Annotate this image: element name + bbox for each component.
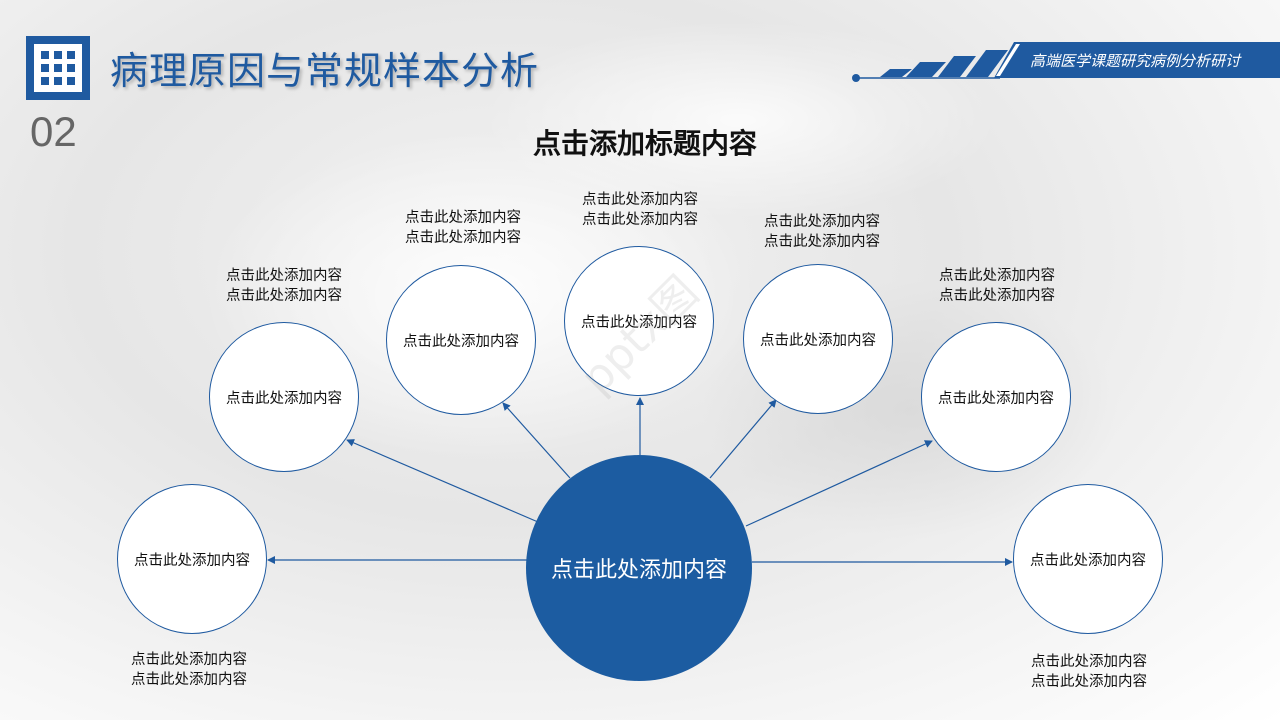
outer-node-4[interactable]: 点击此处添加内容 — [564, 246, 714, 396]
caption-line: 点击此处添加内容 — [939, 288, 1055, 304]
caption-6[interactable]: 点击此处添加内容 点击此处添加内容 — [907, 266, 1087, 306]
connector-arrow-3 — [502, 402, 571, 479]
diagram-heading[interactable]: 点击添加标题内容 — [532, 127, 757, 160]
connector-arrow-5 — [709, 399, 777, 479]
caption-line: 点击此处添加内容 — [131, 672, 247, 688]
center-node-label: 点击此处添加内容 — [550, 558, 727, 583]
outer-node-6[interactable]: 点击此处添加内容 — [921, 322, 1071, 472]
caption-5[interactable]: 点击此处添加内容 点击此处添加内容 — [732, 212, 912, 252]
caption-line: 点击此处添加内容 — [1031, 654, 1147, 670]
caption-line: 点击此处添加内容 — [939, 268, 1055, 284]
outer-node-label: 点击此处添加内容 — [134, 552, 250, 569]
grid-logo-icon — [26, 36, 90, 100]
outer-node-label: 点击此处添加内容 — [760, 332, 876, 349]
caption-3[interactable]: 点击此处添加内容 点击此处添加内容 — [373, 208, 553, 248]
outer-node-label: 点击此处添加内容 — [938, 390, 1054, 407]
outer-node-1[interactable]: 点击此处添加内容 — [117, 484, 267, 634]
center-node[interactable]: 点击此处添加内容 — [526, 455, 752, 681]
header-banner: 高端医学课题研究病例分析研讨 — [850, 42, 1280, 82]
caption-line: 点击此处添加内容 — [1031, 674, 1147, 690]
outer-node-label: 点击此处添加内容 — [226, 390, 342, 407]
page-number: 02 — [30, 108, 77, 155]
caption-4[interactable]: 点击此处添加内容 点击此处添加内容 — [550, 190, 730, 230]
caption-line: 点击此处添加内容 — [226, 268, 342, 284]
caption-1[interactable]: 点击此处添加内容 点击此处添加内容 — [99, 650, 279, 690]
outer-node-label: 点击此处添加内容 — [1030, 552, 1146, 569]
caption-7[interactable]: 点击此处添加内容 点击此处添加内容 — [999, 652, 1179, 692]
connector-arrow-2 — [346, 439, 539, 523]
caption-line: 点击此处添加内容 — [764, 234, 880, 250]
outer-node-label: 点击此处添加内容 — [403, 333, 519, 350]
outer-node-label: 点击此处添加内容 — [581, 314, 697, 331]
banner-text: 高端医学课题研究病例分析研讨 — [1030, 52, 1241, 70]
banner-stripes-graphic — [852, 42, 1280, 82]
caption-line: 点击此处添加内容 — [582, 212, 698, 228]
caption-2[interactable]: 点击此处添加内容 点击此处添加内容 — [194, 266, 374, 306]
connector-arrow-6 — [745, 440, 933, 527]
caption-line: 点击此处添加内容 — [131, 652, 247, 668]
outer-node-2[interactable]: 点击此处添加内容 — [209, 322, 359, 472]
outer-node-3[interactable]: 点击此处添加内容 — [386, 265, 536, 415]
caption-line: 点击此处添加内容 — [226, 288, 342, 304]
caption-line: 点击此处添加内容 — [405, 210, 521, 226]
outer-node-7[interactable]: 点击此处添加内容 — [1013, 484, 1163, 634]
page-title: 病理原因与常规样本分析 — [110, 49, 540, 93]
outer-node-5[interactable]: 点击此处添加内容 — [743, 264, 893, 414]
caption-line: 点击此处添加内容 — [582, 192, 698, 208]
caption-line: 点击此处添加内容 — [405, 230, 521, 246]
caption-line: 点击此处添加内容 — [764, 214, 880, 230]
